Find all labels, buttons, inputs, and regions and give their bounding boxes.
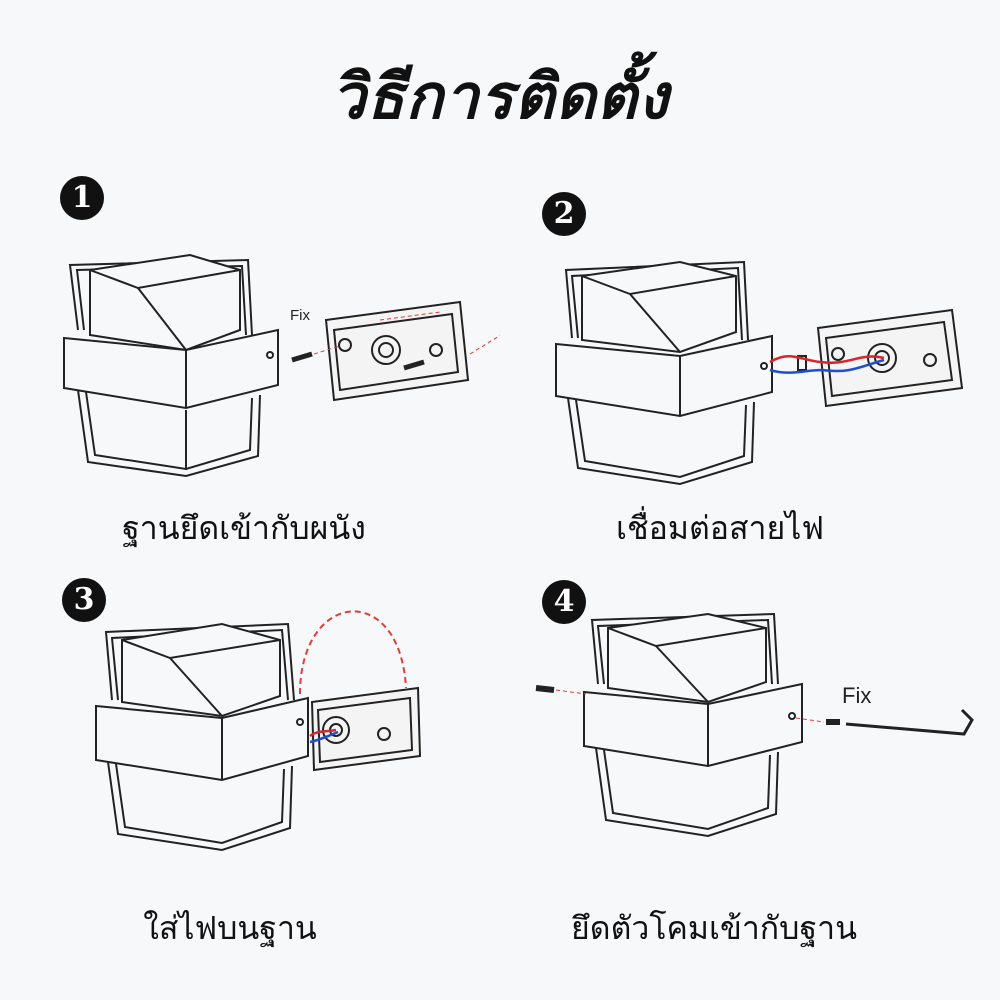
step-4: 4 Fix ยึดตัวโคมเข้ากับฐาน — [500, 570, 1000, 970]
step-caption: เชื่อมต่อสายไฟ — [616, 509, 824, 547]
step-number-badge: 3 — [62, 578, 106, 622]
step-number-badge: 4 — [542, 580, 586, 624]
step-2-illustration — [555, 260, 964, 486]
fix-label: Fix — [842, 683, 871, 708]
step-1-illustration: Fix — [63, 253, 500, 478]
step-1: 1 — [0, 170, 500, 570]
step-caption: ใส่ไฟบนฐาน — [143, 909, 317, 947]
step-2: 2 เชื่อมต่อสายไฟ — [500, 170, 1000, 570]
step-caption: ฐานยึดเข้ากับผนัง — [122, 509, 366, 547]
step-number-badge: 1 — [60, 176, 104, 220]
step-3-illustration — [95, 610, 422, 852]
step-number-badge: 2 — [542, 192, 586, 236]
step-3: 3 ใส่ไฟบนฐาน — [0, 570, 500, 970]
step-caption: ยึดตัวโคมเข้ากับฐาน — [571, 909, 857, 947]
page-title: วิธีการติดตั้ง — [330, 60, 670, 133]
fix-label: Fix — [290, 307, 310, 324]
step-4-illustration: Fix — [535, 612, 974, 838]
